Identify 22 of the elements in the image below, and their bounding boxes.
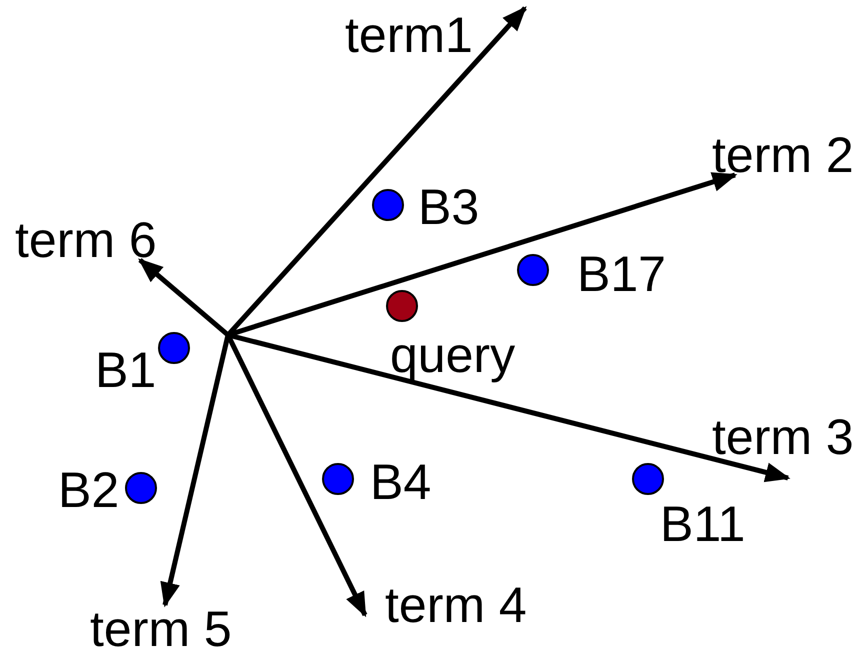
document-point (372, 189, 404, 221)
document-point (322, 463, 354, 495)
document-point (158, 332, 190, 364)
vector-arrow (138, 258, 230, 337)
vector-arrow (160, 334, 230, 608)
document-point (632, 463, 664, 495)
term-label: term 5 (90, 602, 232, 656)
document-point (517, 254, 549, 286)
point-label: B3 (418, 180, 480, 234)
point-label: query (390, 328, 516, 382)
document-point (125, 472, 157, 504)
point-label: B17 (577, 247, 666, 301)
point-label: B1 (95, 343, 156, 397)
term-label: term1 (345, 8, 473, 62)
term-label: term 2 (712, 128, 854, 182)
point-label: B2 (58, 463, 120, 517)
query-point (386, 290, 418, 322)
term-label: term 4 (385, 578, 527, 632)
term-label: term 6 (15, 213, 157, 267)
point-label: B4 (370, 455, 432, 509)
term-label: term 3 (712, 410, 854, 464)
point-label: B11 (660, 497, 746, 551)
